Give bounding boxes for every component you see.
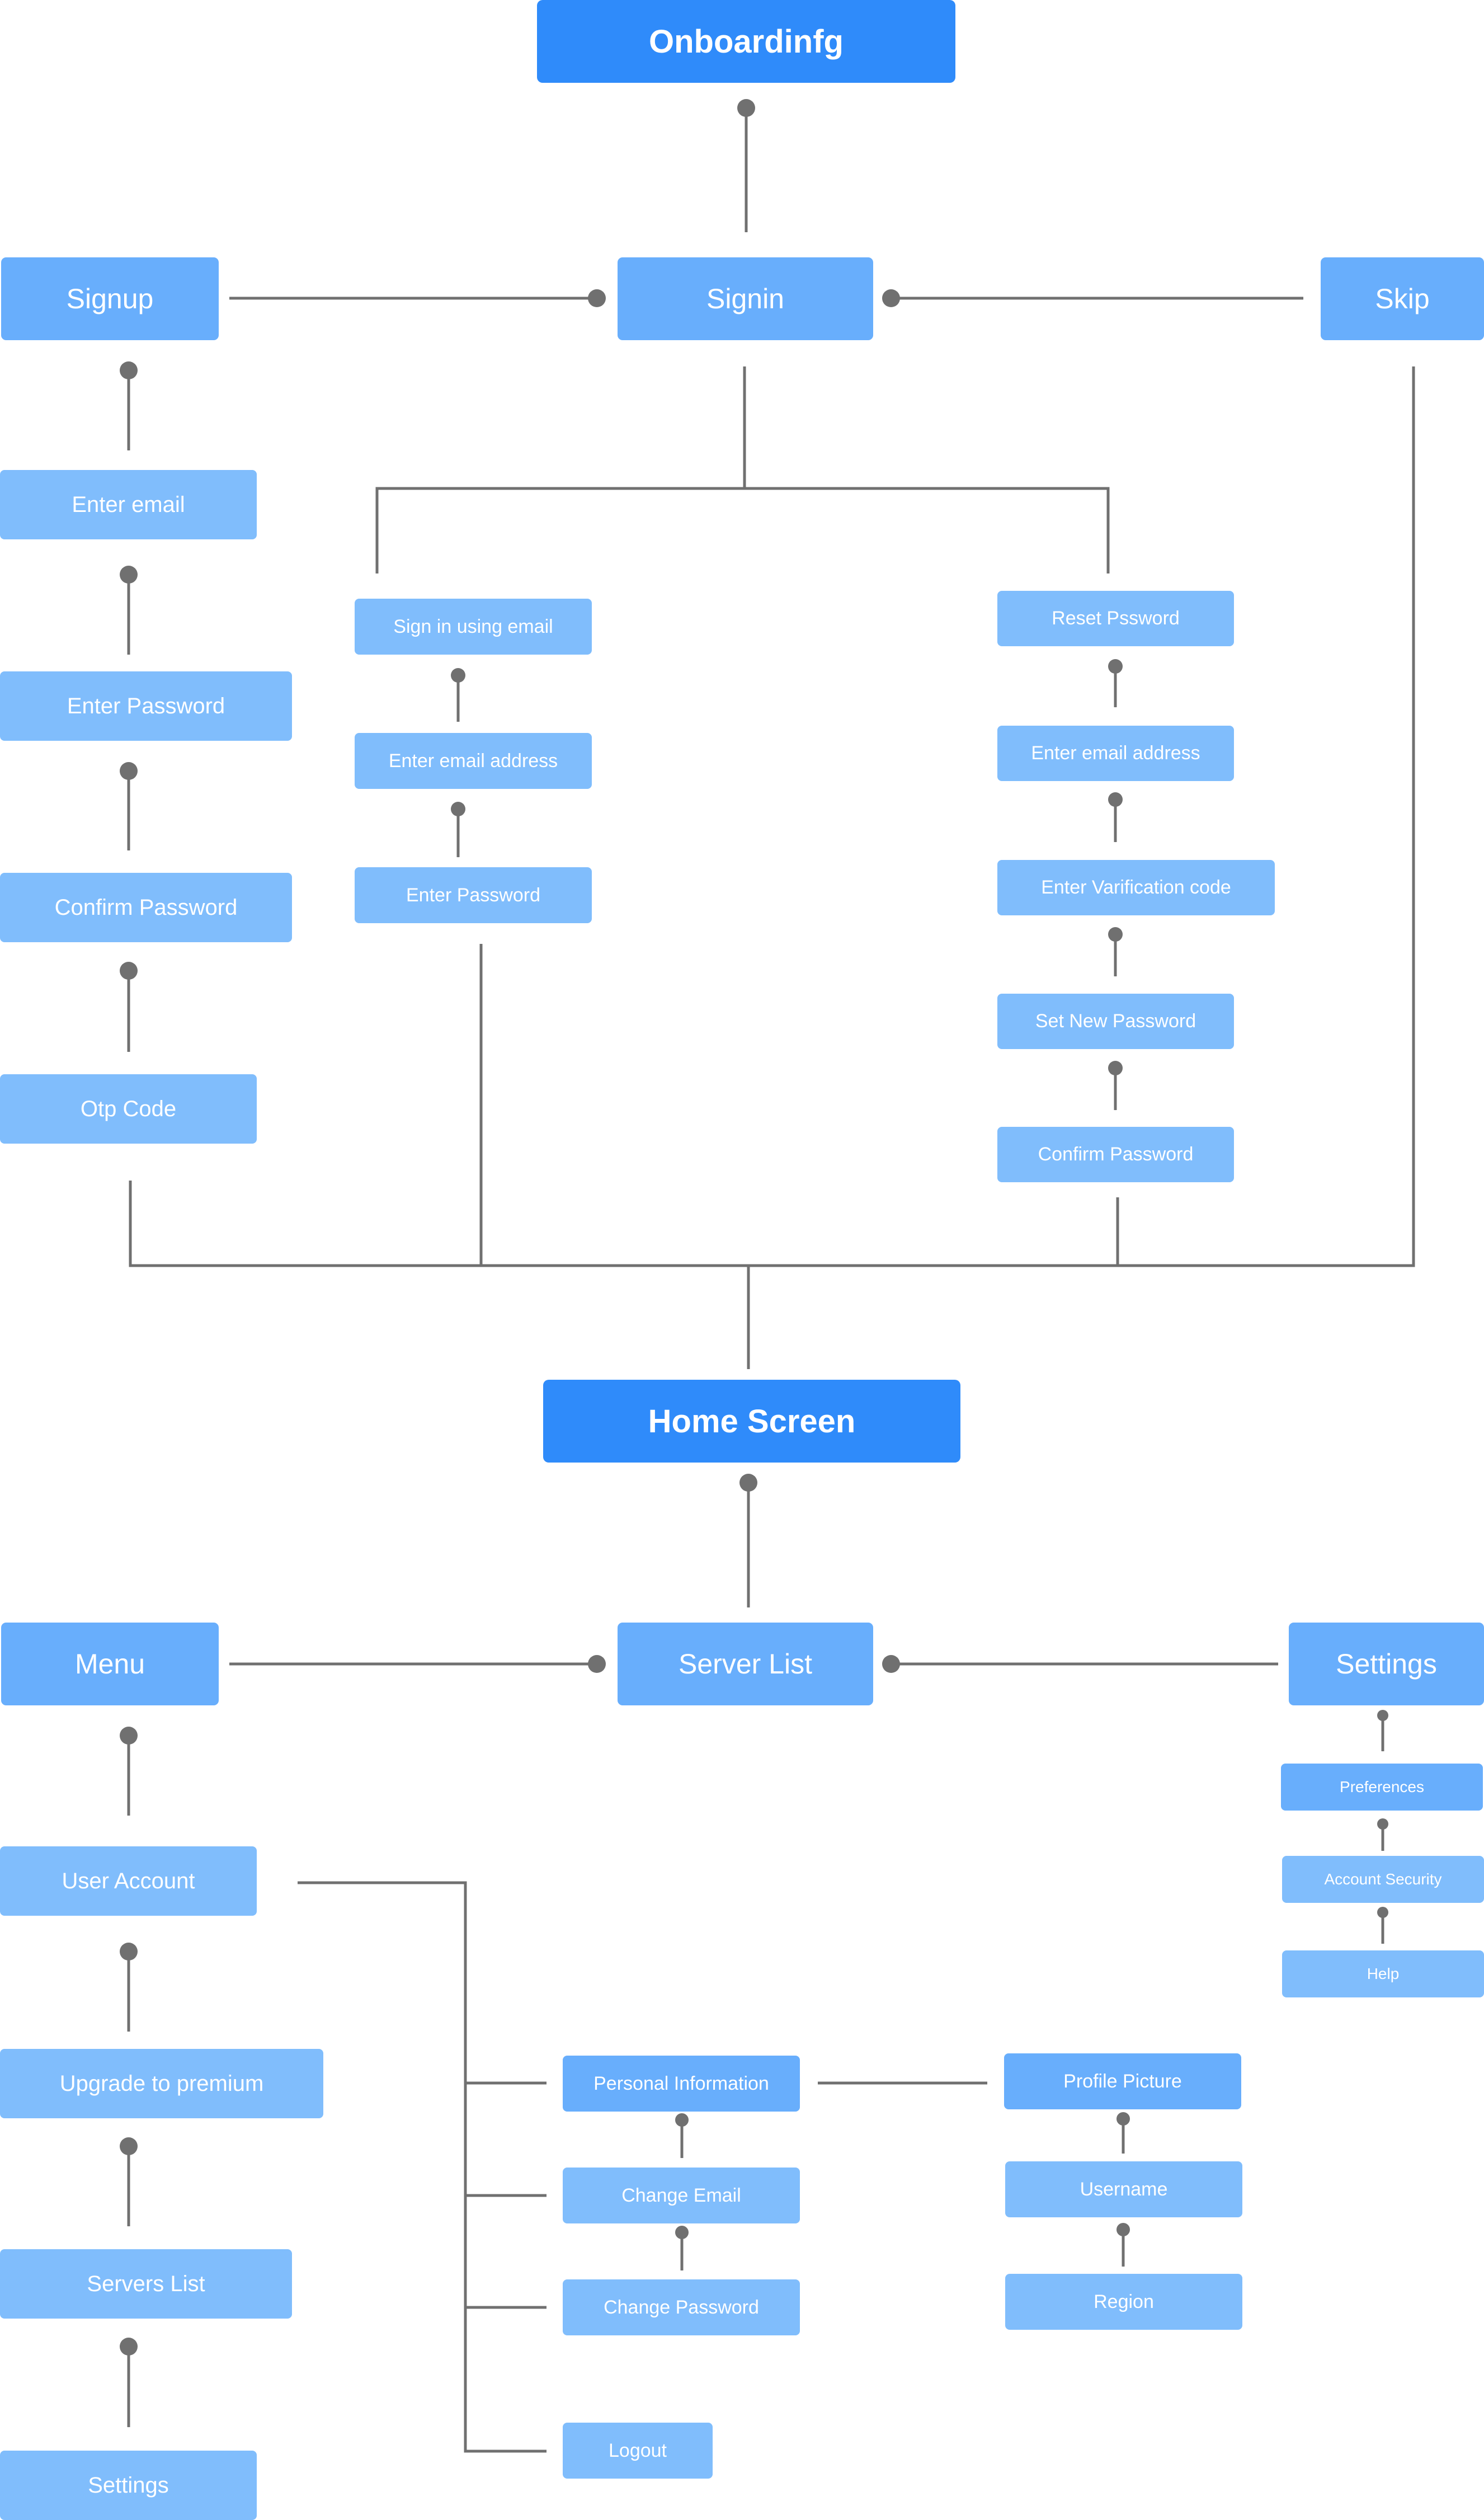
signup-node: Signup: [1, 257, 219, 340]
signin-node: Signin: [618, 257, 873, 340]
reset-step-enter-email: Enter email address: [997, 726, 1234, 781]
signup-step-enter-password: Enter Password: [0, 671, 292, 741]
reset-step-set-new-password: Set New Password: [997, 994, 1234, 1049]
personal-item-username: Username: [1005, 2161, 1242, 2217]
signin-step-enter-password: Enter Password: [355, 867, 592, 923]
menu-node: Menu: [1, 1623, 219, 1705]
reset-step-reset-password: Reset Pssword: [997, 591, 1234, 646]
menu-item-upgrade-premium: Upgrade to premium: [0, 2049, 323, 2118]
settings-item-account-security: Account Security: [1282, 1856, 1484, 1903]
settings-item-help: Help: [1282, 1950, 1484, 1997]
account-item-change-password: Change Password: [563, 2279, 800, 2335]
menu-item-user-account: User Account: [0, 1846, 257, 1916]
settings-node: Settings: [1289, 1623, 1484, 1705]
skip-node: Skip: [1321, 257, 1484, 340]
account-item-change-email: Change Email: [563, 2168, 800, 2223]
menu-item-servers-list: Servers List: [0, 2249, 292, 2319]
personal-item-profile-picture: Profile Picture: [1004, 2053, 1241, 2109]
signin-step-enter-email: Enter email address: [355, 733, 592, 789]
account-item-personal-info: Personal Information: [563, 2056, 800, 2112]
signup-step-otp-code: Otp Code: [0, 1074, 257, 1144]
onboarding-node: Onboardinfg: [537, 0, 955, 83]
signin-step-email: Sign in using email: [355, 599, 592, 655]
reset-step-verification-code: Enter Varification code: [997, 860, 1275, 915]
menu-item-settings: Settings: [0, 2451, 257, 2520]
personal-item-region: Region: [1005, 2274, 1242, 2330]
server-list-node: Server List: [618, 1623, 873, 1705]
reset-step-confirm-password: Confirm Password: [997, 1127, 1234, 1182]
home-screen-node: Home Screen: [543, 1380, 960, 1463]
signup-step-confirm-password: Confirm Password: [0, 873, 292, 942]
signup-step-enter-email: Enter email: [0, 470, 257, 539]
settings-item-preferences: Preferences: [1281, 1764, 1483, 1811]
account-item-logout: Logout: [563, 2423, 713, 2479]
